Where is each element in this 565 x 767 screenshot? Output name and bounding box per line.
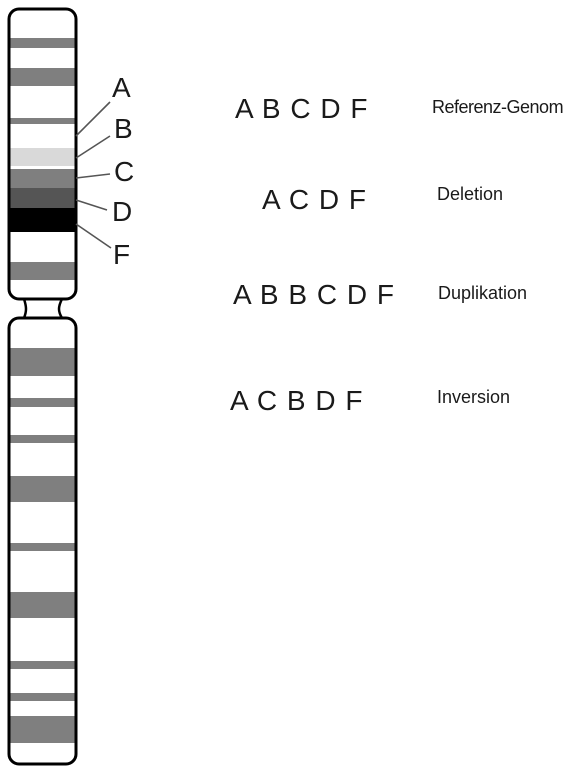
band-f-black [9,208,76,232]
leader-line-d [75,199,108,211]
band-p2 [9,68,76,86]
label-inversion: Inversion [437,387,511,407]
centromere [22,297,65,320]
band-p3 [9,118,76,124]
band-p4 [9,262,76,280]
sequence-deletion: A C D F [262,184,368,215]
leader-line-a [75,101,111,137]
sequence-duplication: A B B C D F [233,279,395,310]
band-q2 [9,398,76,407]
band-d-dark [9,188,76,208]
band-letter-f: F [113,239,130,270]
leader-line-f [75,223,112,249]
band-q6 [9,592,76,618]
band-c-light [9,148,76,166]
band-leader-lines [75,101,112,249]
band-q1 [9,348,76,376]
label-deletion: Deletion [437,184,504,204]
band-c-gray [9,169,76,188]
sequence-inversion: A C B D F [230,385,364,416]
p-arm-outline [7,7,78,301]
leader-line-c [75,173,111,179]
band-letter-c: C [114,156,134,187]
leader-line-b [75,135,111,159]
band-q7 [9,661,76,669]
sequence-reference: A B C D F [235,93,369,124]
band-letter-d: D [112,196,132,227]
p-arm-bands [9,9,76,299]
q-arm-outline [7,316,78,766]
band-p1 [9,38,76,48]
band-q4 [9,476,76,502]
q-arm-bands [9,318,76,764]
band-q8 [9,693,76,701]
band-q5 [9,543,76,551]
label-reference: Referenz-Genom [432,97,564,117]
band-letter-b: B [114,113,133,144]
label-duplication: Duplikation [438,283,528,303]
band-q9 [9,716,76,743]
band-letter-a: A [112,72,131,103]
band-q3 [9,435,76,443]
